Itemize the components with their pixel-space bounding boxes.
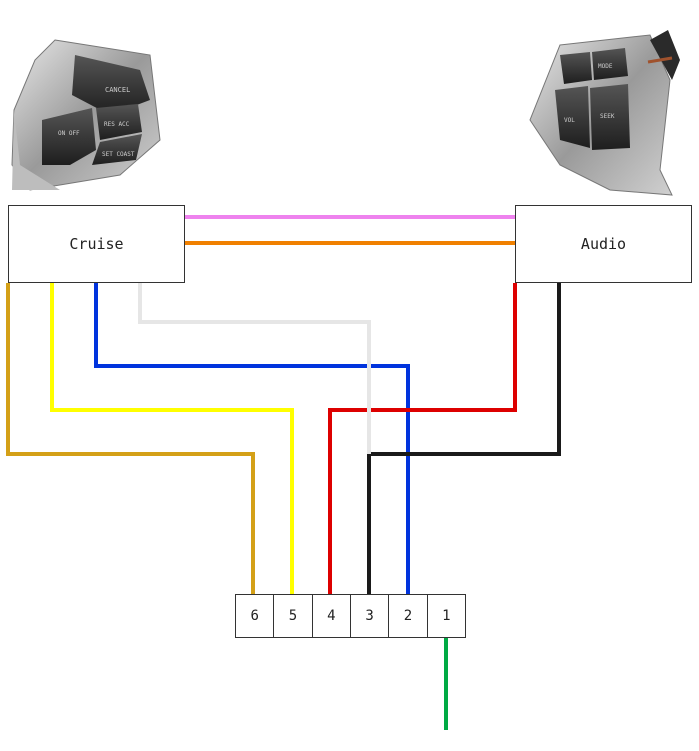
connector-pin-2: 2	[389, 595, 428, 637]
wire-white-to-pin-3	[138, 283, 371, 454]
audio-module-label: Audio	[580, 235, 627, 253]
connector-pin-3: 3	[351, 595, 390, 637]
connector-pin-5: 5	[274, 595, 313, 637]
seek-button-label: SEEK	[600, 113, 615, 120]
cruise-control-switch-image: CANCEL ON OFF RES ACC SET COAST	[11, 39, 161, 191]
on-off-button-label: ON OFF	[58, 130, 80, 137]
connector-pin-4: 4	[313, 595, 351, 637]
wire-blue-to-pin-2	[94, 283, 410, 594]
mode-button-label: MODE	[598, 63, 613, 70]
connector-pin-1: 1	[442, 608, 451, 624]
audio-control-switch-image: MODE VOL SEEK	[529, 30, 680, 196]
cruise-module-label: Cruise	[69, 235, 124, 253]
cruise-module-box: Cruise	[8, 205, 185, 283]
cancel-button-label: CANCEL	[105, 86, 130, 94]
wire-red-to-pin-4	[328, 283, 517, 594]
wire-black-to-pin-3	[367, 283, 561, 594]
res-acc-button-label: RES ACC	[104, 121, 130, 128]
wire-yellow-to-pin-5	[50, 283, 294, 594]
wire-gold-to-pin-6	[6, 283, 255, 594]
vol-button-label: VOL	[564, 117, 575, 124]
connector-pin-6: 6	[236, 595, 275, 637]
set-coast-button-label: SET COAST	[102, 151, 135, 158]
audio-module-box: Audio	[515, 205, 692, 283]
connector-block: 6 5 4 3 2 1	[235, 594, 466, 638]
